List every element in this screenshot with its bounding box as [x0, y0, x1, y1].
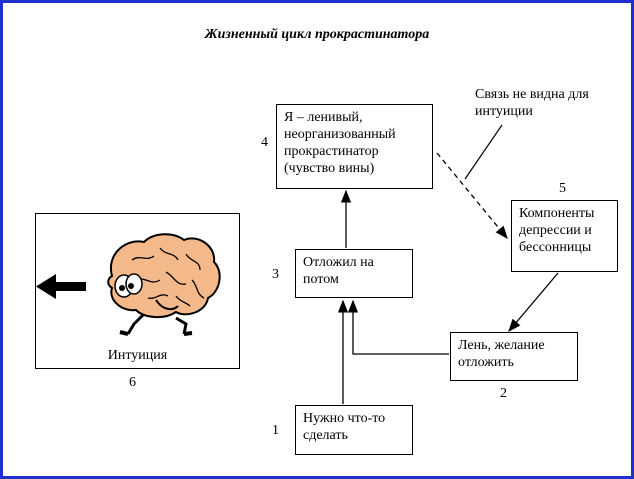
note-pointer-line: [464, 124, 503, 180]
node-3-text: Отложил на потом: [303, 255, 374, 287]
left-arrow-icon: [36, 274, 86, 299]
node-5-text: Компоненты депрессии и бессонницы: [519, 206, 595, 255]
arrow-2-to-3: [347, 299, 449, 355]
intuition-note-text: Связь не видна для интуиции: [475, 87, 589, 119]
arrow-5-to-2: [508, 272, 559, 332]
connector-arrows: [337, 124, 559, 404]
intuition-note: Связь не видна для интуиции: [475, 86, 595, 120]
node-1-box: Нужно что-то сделать: [295, 405, 413, 455]
arrow-4-to-5-dashed: [436, 152, 508, 240]
node-6-label: Интуиция: [107, 348, 168, 363]
node-4-text: Я – ленивый, неорганизованный прокрастин…: [284, 110, 396, 176]
node-2-number: 2: [500, 386, 507, 401]
node-1-number: 1: [272, 423, 279, 438]
node-6-box: Интуиция: [35, 213, 240, 369]
node-3-box: Отложил на потом: [295, 249, 413, 298]
node-4-number: 4: [261, 135, 268, 150]
node-5-number: 5: [559, 181, 566, 196]
node-2-text: Лень, желание отложить: [458, 338, 545, 370]
node-5-box: Компоненты депрессии и бессонницы: [511, 200, 618, 272]
node-2-box: Лень, желание отложить: [450, 332, 578, 381]
node-6-number: 6: [129, 375, 136, 390]
diagram-title: Жизненный цикл прокрастинатора: [204, 27, 430, 42]
node-4-box: Я – ленивый, неорганизованный прокрастин…: [276, 104, 433, 189]
node-1-text: Нужно что-то сделать: [303, 411, 386, 443]
brain-character-icon: [36, 233, 221, 336]
node-3-number: 3: [272, 267, 279, 282]
